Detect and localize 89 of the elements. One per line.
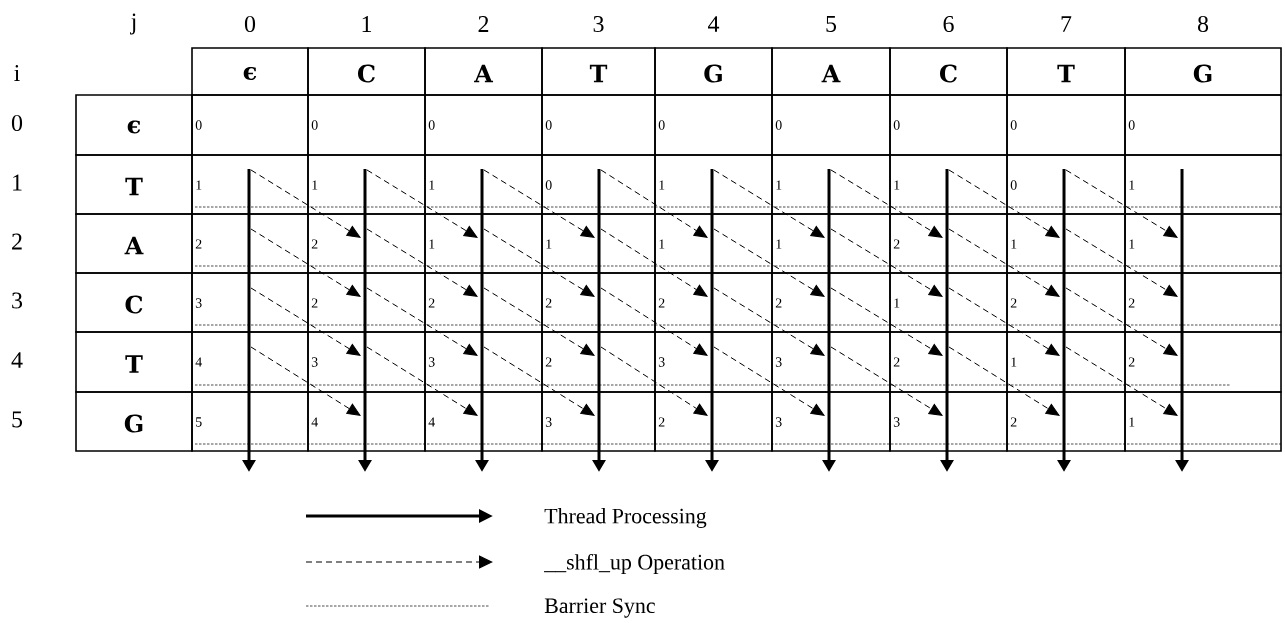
table-cell: 4	[191, 331, 309, 393]
header-cell: T	[541, 47, 656, 96]
table-cell: 4	[424, 391, 543, 452]
table-cell: 1	[1124, 154, 1282, 215]
column-index: 0	[244, 15, 256, 33]
header-cell: G	[1124, 47, 1282, 96]
table-cell: 0	[1006, 154, 1126, 215]
table-cell: 2	[889, 331, 1008, 393]
legend-text: Barrier Sync	[544, 598, 655, 618]
table-cell: 2	[1124, 331, 1282, 393]
table-cell: 0	[771, 94, 891, 156]
axis-label: j	[130, 13, 136, 35]
table-cell: 1	[1006, 331, 1126, 393]
table-cell: 1	[1124, 213, 1282, 274]
table-cell: 3	[307, 331, 426, 393]
column-index: 4	[708, 16, 720, 32]
table-cell: 3	[541, 391, 656, 452]
column-index: 5	[826, 16, 837, 32]
header-cell: C	[889, 47, 1008, 96]
table-cell: 1	[1124, 391, 1282, 452]
header-cell: ϵ	[75, 94, 193, 156]
table-cell: 0	[541, 94, 656, 156]
table-cell: 1	[424, 154, 543, 215]
table-cell: 2	[1124, 272, 1282, 333]
table-cell: 2	[654, 272, 773, 333]
table-cell: 0	[889, 94, 1008, 156]
header-cell: G	[654, 47, 773, 96]
table-cell: 2	[424, 272, 543, 333]
table-cell: 0	[1124, 94, 1282, 156]
row-index: 0	[11, 114, 23, 132]
column-index: 8	[1197, 15, 1209, 33]
table-cell: 1	[541, 213, 656, 274]
header-cell: ϵ	[191, 47, 309, 96]
column-index: 6	[943, 15, 954, 33]
table-cell: 3	[771, 331, 891, 393]
table-cell: 3	[191, 272, 309, 333]
row-index: 2	[12, 233, 22, 250]
table-cell: 1	[654, 154, 773, 215]
table-cell: 3	[654, 331, 773, 393]
header-cell: T	[75, 154, 193, 215]
header-cell: C	[307, 47, 426, 96]
header-cell: A	[771, 47, 891, 96]
table-cell: 2	[1006, 272, 1126, 333]
table-cell: 0	[191, 94, 309, 156]
column-index: 2	[478, 16, 489, 32]
table-cell: 3	[771, 391, 891, 452]
legend-text: Thread Processing	[544, 508, 707, 528]
row-index: 3	[12, 292, 23, 309]
table-cell: 0	[541, 154, 656, 215]
column-index: 3	[593, 15, 604, 33]
header-cell: G	[75, 391, 193, 452]
table-cell: 1	[654, 213, 773, 274]
column-index: 1	[362, 16, 372, 32]
table-cell: 0	[654, 94, 773, 156]
table-cell: 1	[889, 154, 1008, 215]
header-cell: C	[75, 272, 193, 333]
table-cell: 1	[1006, 213, 1126, 274]
table-cell: 1	[771, 213, 891, 274]
axis-label: i	[14, 65, 20, 81]
table-cell: 0	[424, 94, 543, 156]
table-cell: 2	[191, 213, 309, 274]
table-cell: 2	[654, 391, 773, 452]
table-cell: 1	[424, 213, 543, 274]
legend-text: __shfl_up Operation	[544, 553, 725, 575]
row-index: 1	[13, 174, 22, 191]
table-cell: 2	[771, 272, 891, 333]
table-cell: 2	[889, 213, 1008, 274]
header-cell: T	[1006, 47, 1126, 96]
table-cell: 2	[307, 213, 426, 274]
table-cell: 1	[889, 272, 1008, 333]
table-cell: 2	[541, 272, 656, 333]
table-cell: 2	[1006, 391, 1126, 452]
header-cell: T	[75, 331, 193, 393]
table-cell: 1	[771, 154, 891, 215]
column-index: 7	[1061, 16, 1072, 32]
header-cell: A	[75, 213, 193, 274]
table-cell: 4	[307, 391, 426, 452]
table-cell: 2	[541, 331, 656, 393]
table-cell: 0	[307, 94, 426, 156]
table-cell: 2	[307, 272, 426, 333]
header-cell: A	[424, 47, 543, 96]
table-cell: 3	[889, 391, 1008, 452]
table-cell: 1	[307, 154, 426, 215]
table-cell: 0	[1006, 94, 1126, 156]
table-cell: 3	[424, 331, 543, 393]
row-index: 5	[12, 411, 23, 428]
table-cell: 1	[191, 154, 309, 215]
table-cell: 5	[191, 391, 309, 452]
row-index: 4	[11, 352, 23, 368]
